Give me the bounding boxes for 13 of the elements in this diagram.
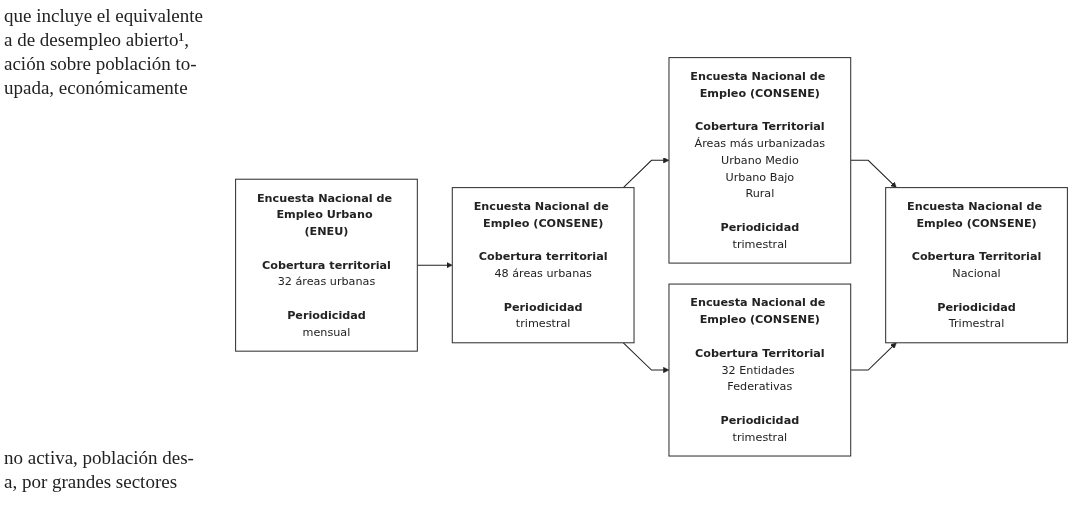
node-box: Encuesta Nacional de Empleo Urbano (ENEU) Cobertura territorial 32 áreas urbanas Periodicidad mensual <box>235 178 418 352</box>
node-box: Encuesta Nacional de Empleo (CONSENE) Cobertura Territorial Nacional Periodicidad Trimestral <box>885 187 1068 344</box>
body-text-line: que incluye el equivalente <box>4 4 204 28</box>
body-text-line: ación sobre población to- <box>4 52 198 76</box>
node-box: Encuesta Nacional de Empleo (CONSENE) Cobertura Territorial 32 Entidades Federativas Periodicidad trimestral <box>668 283 852 457</box>
node-box: Encuesta Nacional de Empleo (CONSENE) Cobertura Territorial Áreas más urbanizadas Urbano Medio Urbano Bajo Rural Periodicidad trimestral <box>668 57 852 264</box>
body-text-line: a de desempleo abierto¹, <box>4 28 191 52</box>
arrow <box>850 342 897 371</box>
arrow <box>850 160 897 189</box>
node-box: Encuesta Nacional de Empleo (CONSENE) Cobertura territorial 48 áreas urbanas Periodicidad trimestral <box>451 187 635 344</box>
body-text-line: a, por grandes sectores <box>4 470 179 494</box>
body-text-line: upada, económicamente <box>4 76 189 100</box>
body-text-line: no activa, población des- <box>4 446 195 470</box>
